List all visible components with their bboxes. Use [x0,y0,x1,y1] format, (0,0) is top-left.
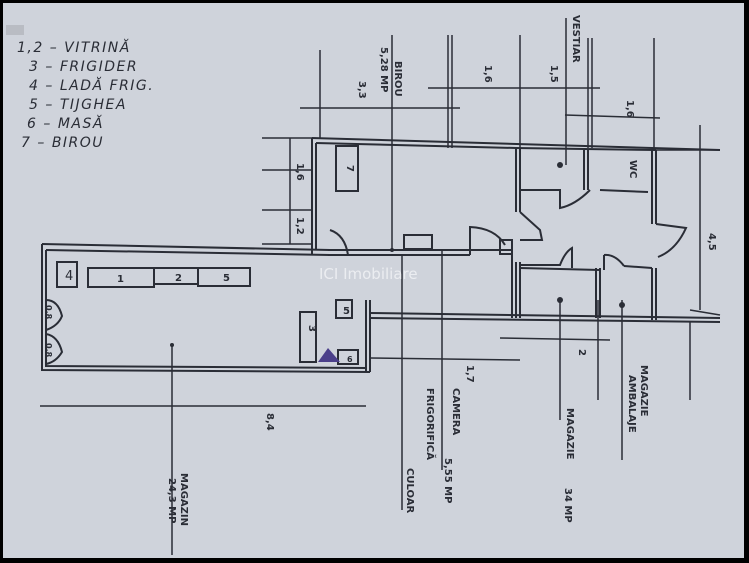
legend-item: 3 – FRIGIDER [29,59,139,75]
fixture-7: 7 [344,165,355,172]
sink-marker [318,348,340,362]
dim-1-7: 1,7 [464,365,475,383]
dim-1-6-right: 1,6 [624,100,635,118]
fixture-2: 2 [175,273,182,284]
fixture-6: 6 [347,355,353,364]
fixture-4: 4 [65,269,74,284]
scan-artifact [6,25,24,35]
legend-item: 1,2 – VITRINĂ [17,40,131,56]
dim-1-6-top: 1,6 [482,65,493,83]
legend-item: 4 – LADĂ FRIG. [29,78,155,94]
label-magazie-area: 34 MP [562,488,573,523]
dim-8-4: 8,4 [264,413,275,431]
dim-2: 2 [576,349,587,356]
label-ambalaje: AMBALAJE [626,375,637,433]
legend-item: 5 – TIJGHEA [29,97,127,113]
label-camera: CAMERA [450,388,461,436]
label-vestiar: VESTIAR [570,15,581,63]
legend: 1,2 – VITRINĂ 3 – FRIGIDER 4 – LADĂ FRIG… [17,39,154,153]
door-width-bottom: 0,8 [44,343,53,358]
dim-1-5: 1,5 [548,65,559,83]
floor-plan-drawing [40,18,721,555]
fixture-5b: 5 [343,306,350,317]
legend-item: 6 – MASĂ [27,116,104,132]
door-width-top: 0,8 [44,305,53,320]
label-magazie: MAGAZIE [564,408,575,460]
label-magazie-2: MAGAZIE [638,365,649,417]
fixture-1: 1 [117,274,124,285]
fixture-3: 3 [306,325,317,332]
label-magazin: MAGAZIN [178,473,189,526]
label-camera-frig-area: 5,55 MP [442,458,453,504]
dim-3-3: 3,3 [356,81,367,99]
label-culoar: CULOAR [404,468,415,514]
dim-4-5: 4,5 [706,233,717,251]
legend-item: 7 – BIROU [21,135,105,151]
dim-1-6-left: 1,6 [294,163,305,181]
floor-plan-sheet: 1,2 – VITRINĂ 3 – FRIGIDER 4 – LADĂ FRIG… [3,3,744,558]
label-magazin-area: 24,3 MP [166,478,177,524]
dim-1-2: 1,2 [294,217,305,235]
fixture-5: 5 [223,273,230,284]
label-birou-area: 5,28 MP [378,47,389,93]
label-frigorifica: FRIGORIFICĂ [424,388,435,461]
label-wc: WC [627,160,638,179]
watermark: ICI Imobiliare [319,265,418,283]
label-birou: BIROU [392,61,403,97]
